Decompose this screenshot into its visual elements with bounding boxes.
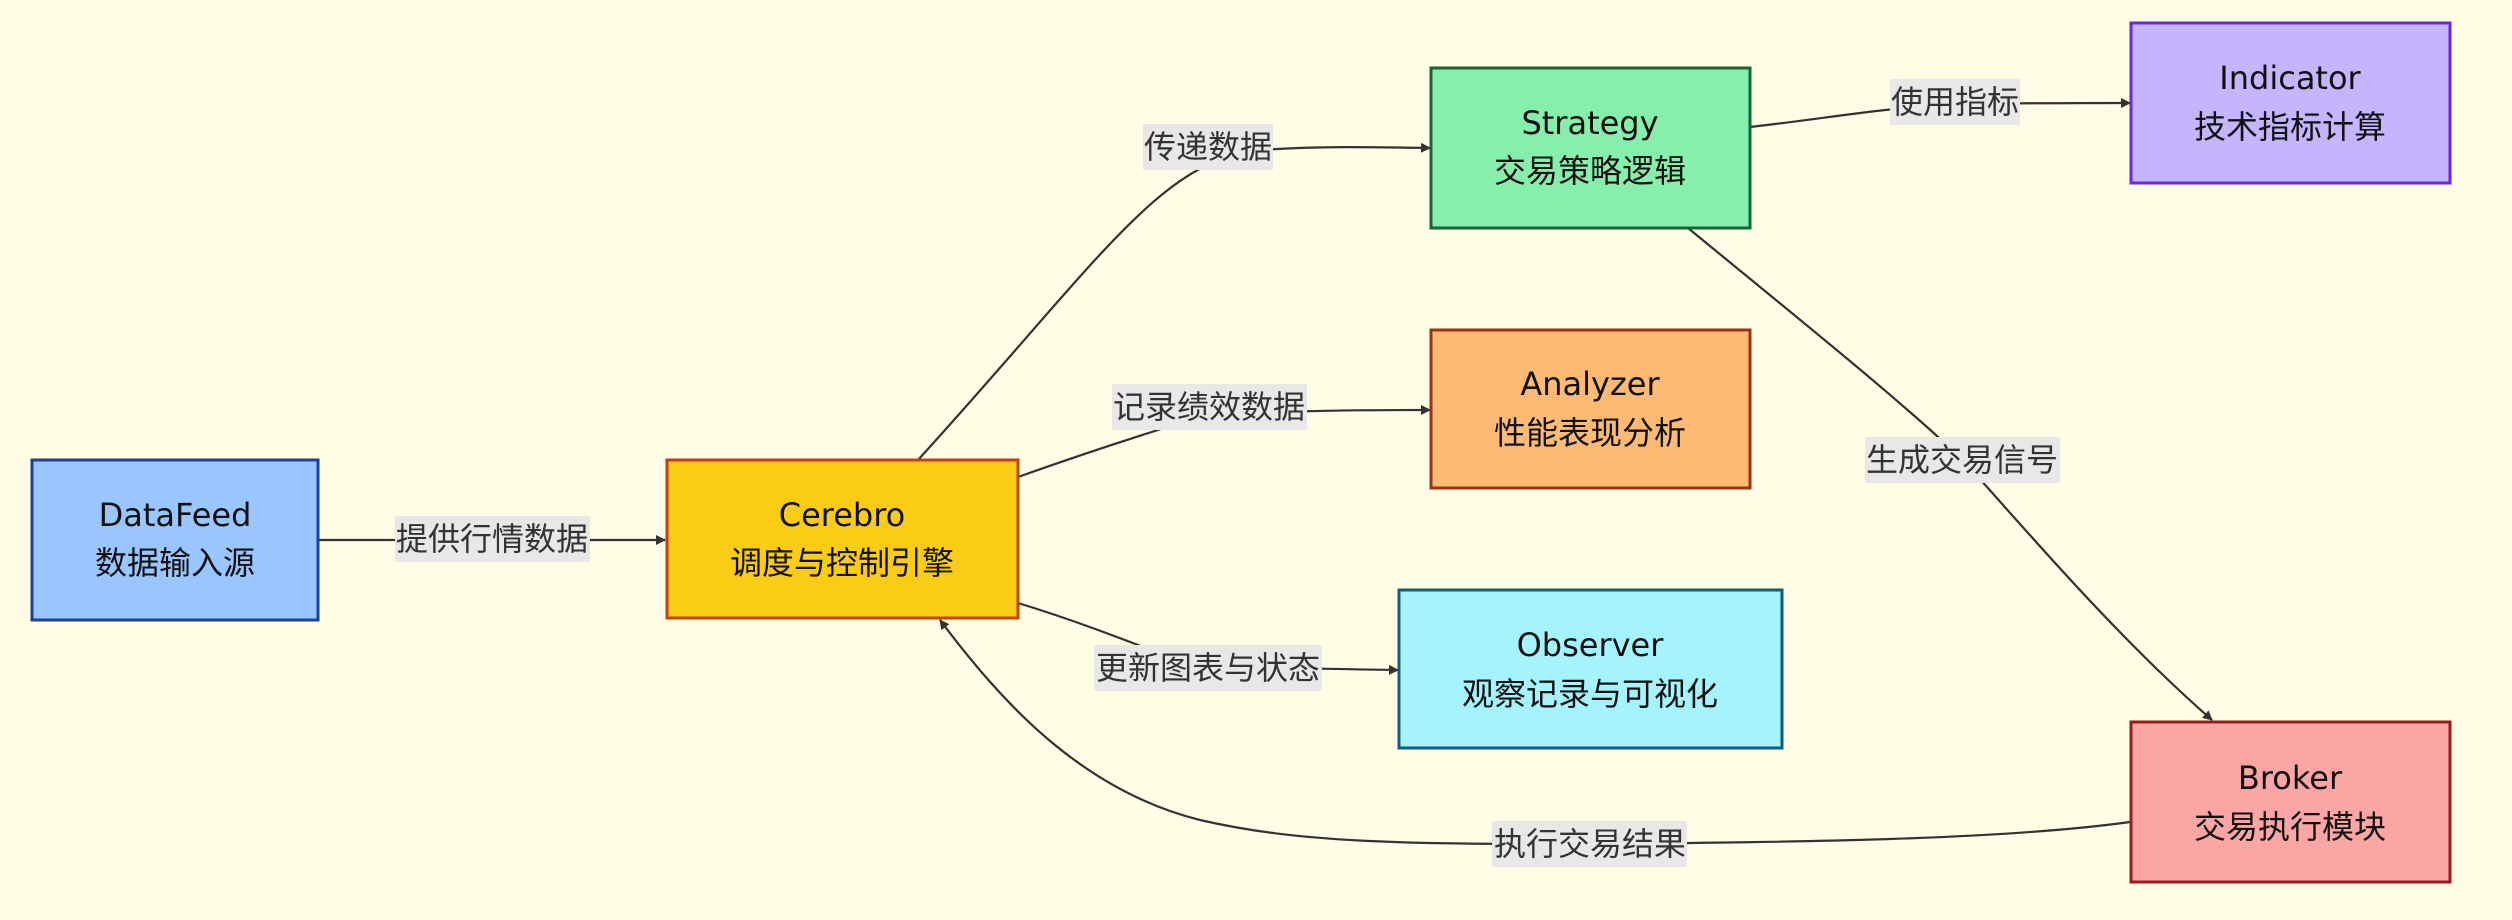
node-analyzer[interactable]: Analyzer 性能表现分析	[1429, 328, 1752, 490]
node-title: Observer	[1517, 626, 1665, 664]
node-subtitle: 技术指标计算	[2194, 108, 2386, 146]
edge-label: 生成交易信号	[1866, 441, 2058, 479]
edge-label-bg	[395, 516, 590, 562]
edge-label: 执行交易结果	[1494, 825, 1686, 863]
node-title: Strategy	[1521, 104, 1658, 142]
node-subtitle: 交易执行模块	[2194, 808, 2386, 846]
node-box	[2131, 722, 2450, 882]
node-subtitle: 交易策略逻辑	[1494, 152, 1686, 190]
edge-cerebro-analyzer: 记录绩效数据	[1017, 384, 1431, 479]
node-strategy[interactable]: Strategy 交易策略逻辑	[1429, 66, 1752, 230]
edge-label-bg	[1865, 437, 2060, 483]
edge-label: 记录绩效数据	[1113, 388, 1305, 426]
edge-label-bg	[1143, 124, 1273, 170]
node-title: Broker	[2238, 759, 2343, 797]
edge-label: 传递数据	[1144, 128, 1272, 166]
node-subtitle: 观察记录与可视化	[1462, 675, 1718, 713]
node-title: Analyzer	[1520, 365, 1660, 403]
edge-label-bg	[1492, 821, 1687, 867]
edge-strategy-broker: 生成交易信号	[1687, 227, 2213, 721]
node-subtitle: 数据输入源	[95, 544, 255, 582]
node-observer[interactable]: Observer 观察记录与可视化	[1397, 588, 1784, 750]
edge-label: 提供行情数据	[396, 520, 588, 558]
edge-broker-cerebro: 执行交易结果	[939, 619, 2131, 867]
node-datafeed[interactable]: DataFeed 数据输入源	[30, 458, 320, 622]
node-cerebro[interactable]: Cerebro 调度与控制引擎	[665, 458, 1020, 620]
node-title: Indicator	[2219, 59, 2361, 97]
node-box	[667, 460, 1018, 618]
edge-datafeed-cerebro: 提供行情数据	[318, 516, 666, 562]
node-subtitle: 性能表现分析	[1494, 414, 1686, 452]
node-subtitle: 调度与控制引擎	[730, 544, 954, 582]
node-box	[2131, 23, 2450, 183]
node-title: DataFeed	[99, 496, 252, 534]
node-broker[interactable]: Broker 交易执行模块	[2129, 720, 2452, 884]
edge-label: 使用指标	[1891, 83, 2019, 121]
node-box	[1431, 68, 1750, 228]
edge-strategy-indicator: 使用指标	[1749, 79, 2131, 129]
node-indicator[interactable]: Indicator 技术指标计算	[2129, 21, 2452, 185]
edge-cerebro-observer: 更新图表与状态	[1017, 601, 1399, 691]
edge-label-bg	[1890, 79, 2020, 125]
edge-label-bg	[1112, 384, 1307, 430]
edge-label: 更新图表与状态	[1096, 649, 1320, 687]
node-title: Cerebro	[779, 496, 906, 534]
node-box	[1431, 330, 1750, 488]
edge-cerebro-strategy: 传递数据	[917, 124, 1431, 461]
edge-label-bg	[1094, 645, 1322, 691]
node-box	[1399, 590, 1782, 748]
node-box	[32, 460, 318, 620]
